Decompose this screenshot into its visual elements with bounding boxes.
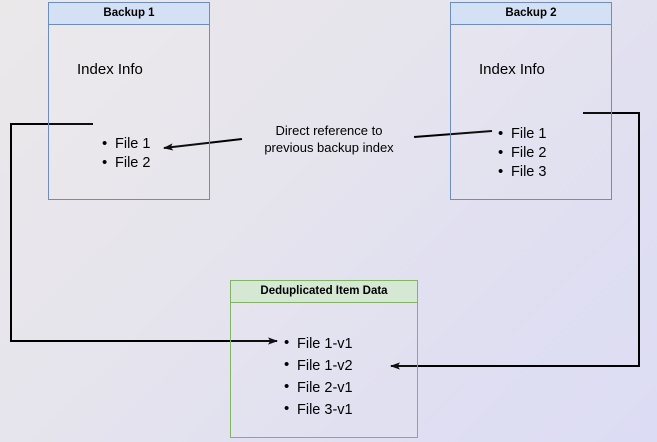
- list-item: File 3: [498, 162, 547, 182]
- list-item: File 2: [102, 153, 151, 173]
- node-deduplicated-item-data-title: Deduplicated Item Data: [231, 281, 417, 303]
- list-item: File 3-v1: [284, 398, 353, 421]
- list-item: File 1: [498, 124, 547, 144]
- deduplicated-file-list: File 1-v1 File 1-v2 File 2-v1 File 3-v1: [281, 332, 353, 421]
- backup-1-file-list: File 1 File 2: [99, 134, 151, 173]
- node-deduplicated-item-data[interactable]: Deduplicated Item Data File 1-v1 File 1-…: [230, 280, 418, 438]
- connector-label-line-1: Direct reference to: [275, 123, 383, 138]
- connector-label-direct-reference: Direct reference to previous backup inde…: [248, 122, 410, 156]
- node-backup-1[interactable]: Backup 1 Index Info File 1 File 2: [48, 2, 210, 200]
- list-item: File 1-v1: [284, 332, 353, 355]
- connector-label-line-2: previous backup index: [264, 140, 394, 155]
- list-item: File 1-v2: [284, 354, 353, 377]
- node-deduplicated-item-data-body: File 1-v1 File 1-v2 File 2-v1 File 3-v1: [231, 303, 417, 437]
- backup-1-index-info-label: Index Info: [77, 61, 143, 78]
- node-backup-2-title: Backup 2: [451, 3, 611, 25]
- backup-2-index-info-label: Index Info: [479, 61, 545, 78]
- list-item: File 2: [498, 143, 547, 163]
- backup-2-file-list: File 1 File 2 File 3: [495, 124, 547, 182]
- node-backup-1-body: Index Info File 1 File 2: [49, 25, 209, 199]
- list-item: File 2-v1: [284, 376, 353, 399]
- node-backup-1-title: Backup 1: [49, 3, 209, 25]
- node-backup-2[interactable]: Backup 2 Index Info File 1 File 2 File 3: [450, 2, 612, 200]
- list-item: File 1: [102, 134, 151, 154]
- node-backup-2-body: Index Info File 1 File 2 File 3: [451, 25, 611, 199]
